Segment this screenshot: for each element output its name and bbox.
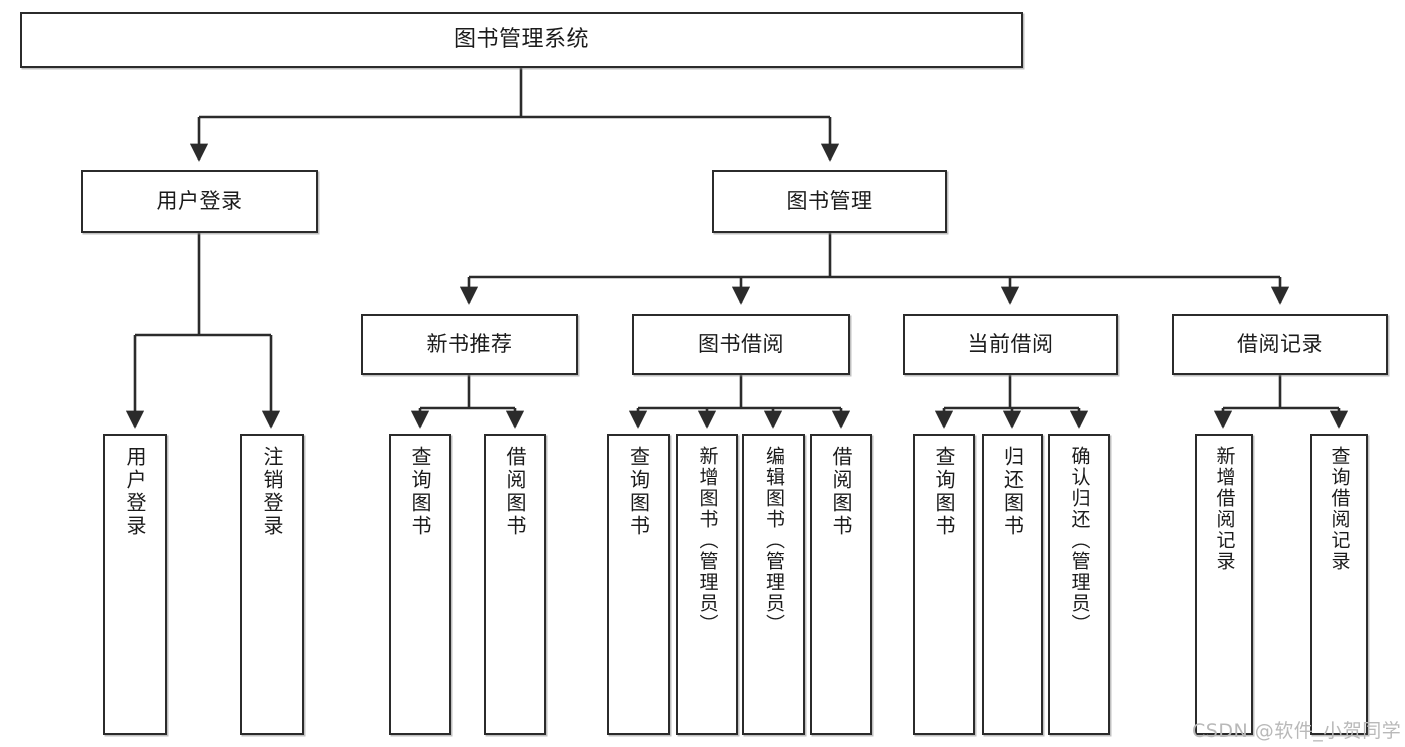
leaf-add-borrow-record[interactable]: 新增借阅记录 [1195,434,1253,735]
node-label: 编辑图书（管理员） [763,446,785,635]
node-label: 借阅图书 [829,446,853,538]
node-label: 用户登录 [156,188,243,213]
node-root-system[interactable]: 图书管理系统 [20,12,1023,68]
leaf-query-book-borrow[interactable]: 查询图书 [607,434,670,735]
node-label: 查询借阅记录 [1328,446,1351,572]
node-label: 当前借阅 [967,331,1054,356]
node-label: 归还图书 [1000,446,1025,538]
node-current-borrow[interactable]: 当前借阅 [903,314,1118,375]
watermark-text: CSDN @软件_小贺同学 [1192,720,1402,742]
node-label: 注销登录 [260,446,284,538]
leaf-edit-book-admin[interactable]: 编辑图书（管理员） [742,434,805,735]
leaf-query-book-recommend[interactable]: 查询图书 [389,434,451,735]
node-label: 图书管理 [786,188,873,213]
node-user-login[interactable]: 用户登录 [81,170,318,233]
node-book-borrow[interactable]: 图书借阅 [632,314,850,375]
node-label: 新书推荐 [426,331,513,356]
leaf-confirm-return-admin[interactable]: 确认归还（管理员） [1048,434,1110,735]
node-label: 新增图书（管理员） [696,446,719,635]
node-label: 查询图书 [626,446,651,538]
leaf-borrow-book-recommend[interactable]: 借阅图书 [484,434,546,735]
leaf-user-login[interactable]: 用户登录 [103,434,167,735]
node-label: 借阅图书 [503,446,527,538]
leaf-query-borrow-record[interactable]: 查询借阅记录 [1310,434,1368,735]
node-book-management[interactable]: 图书管理 [712,170,947,233]
node-label: 图书管理系统 [453,26,589,52]
node-label: 新增借阅记录 [1213,446,1236,572]
node-label: 查询图书 [932,446,956,538]
leaf-logout[interactable]: 注销登录 [240,434,304,735]
leaf-borrow-book[interactable]: 借阅图书 [810,434,872,735]
node-label: 确认归还（管理员） [1068,446,1091,635]
node-label: 借阅记录 [1237,331,1323,356]
node-borrow-record[interactable]: 借阅记录 [1172,314,1388,375]
node-label: 图书借阅 [698,331,784,356]
leaf-query-book-current[interactable]: 查询图书 [913,434,975,735]
node-label: 查询图书 [408,446,432,538]
node-new-book-recommend[interactable]: 新书推荐 [361,314,578,375]
leaf-add-book-admin[interactable]: 新增图书（管理员） [676,434,738,735]
leaf-return-book[interactable]: 归还图书 [982,434,1043,735]
node-label: 用户登录 [123,446,147,538]
